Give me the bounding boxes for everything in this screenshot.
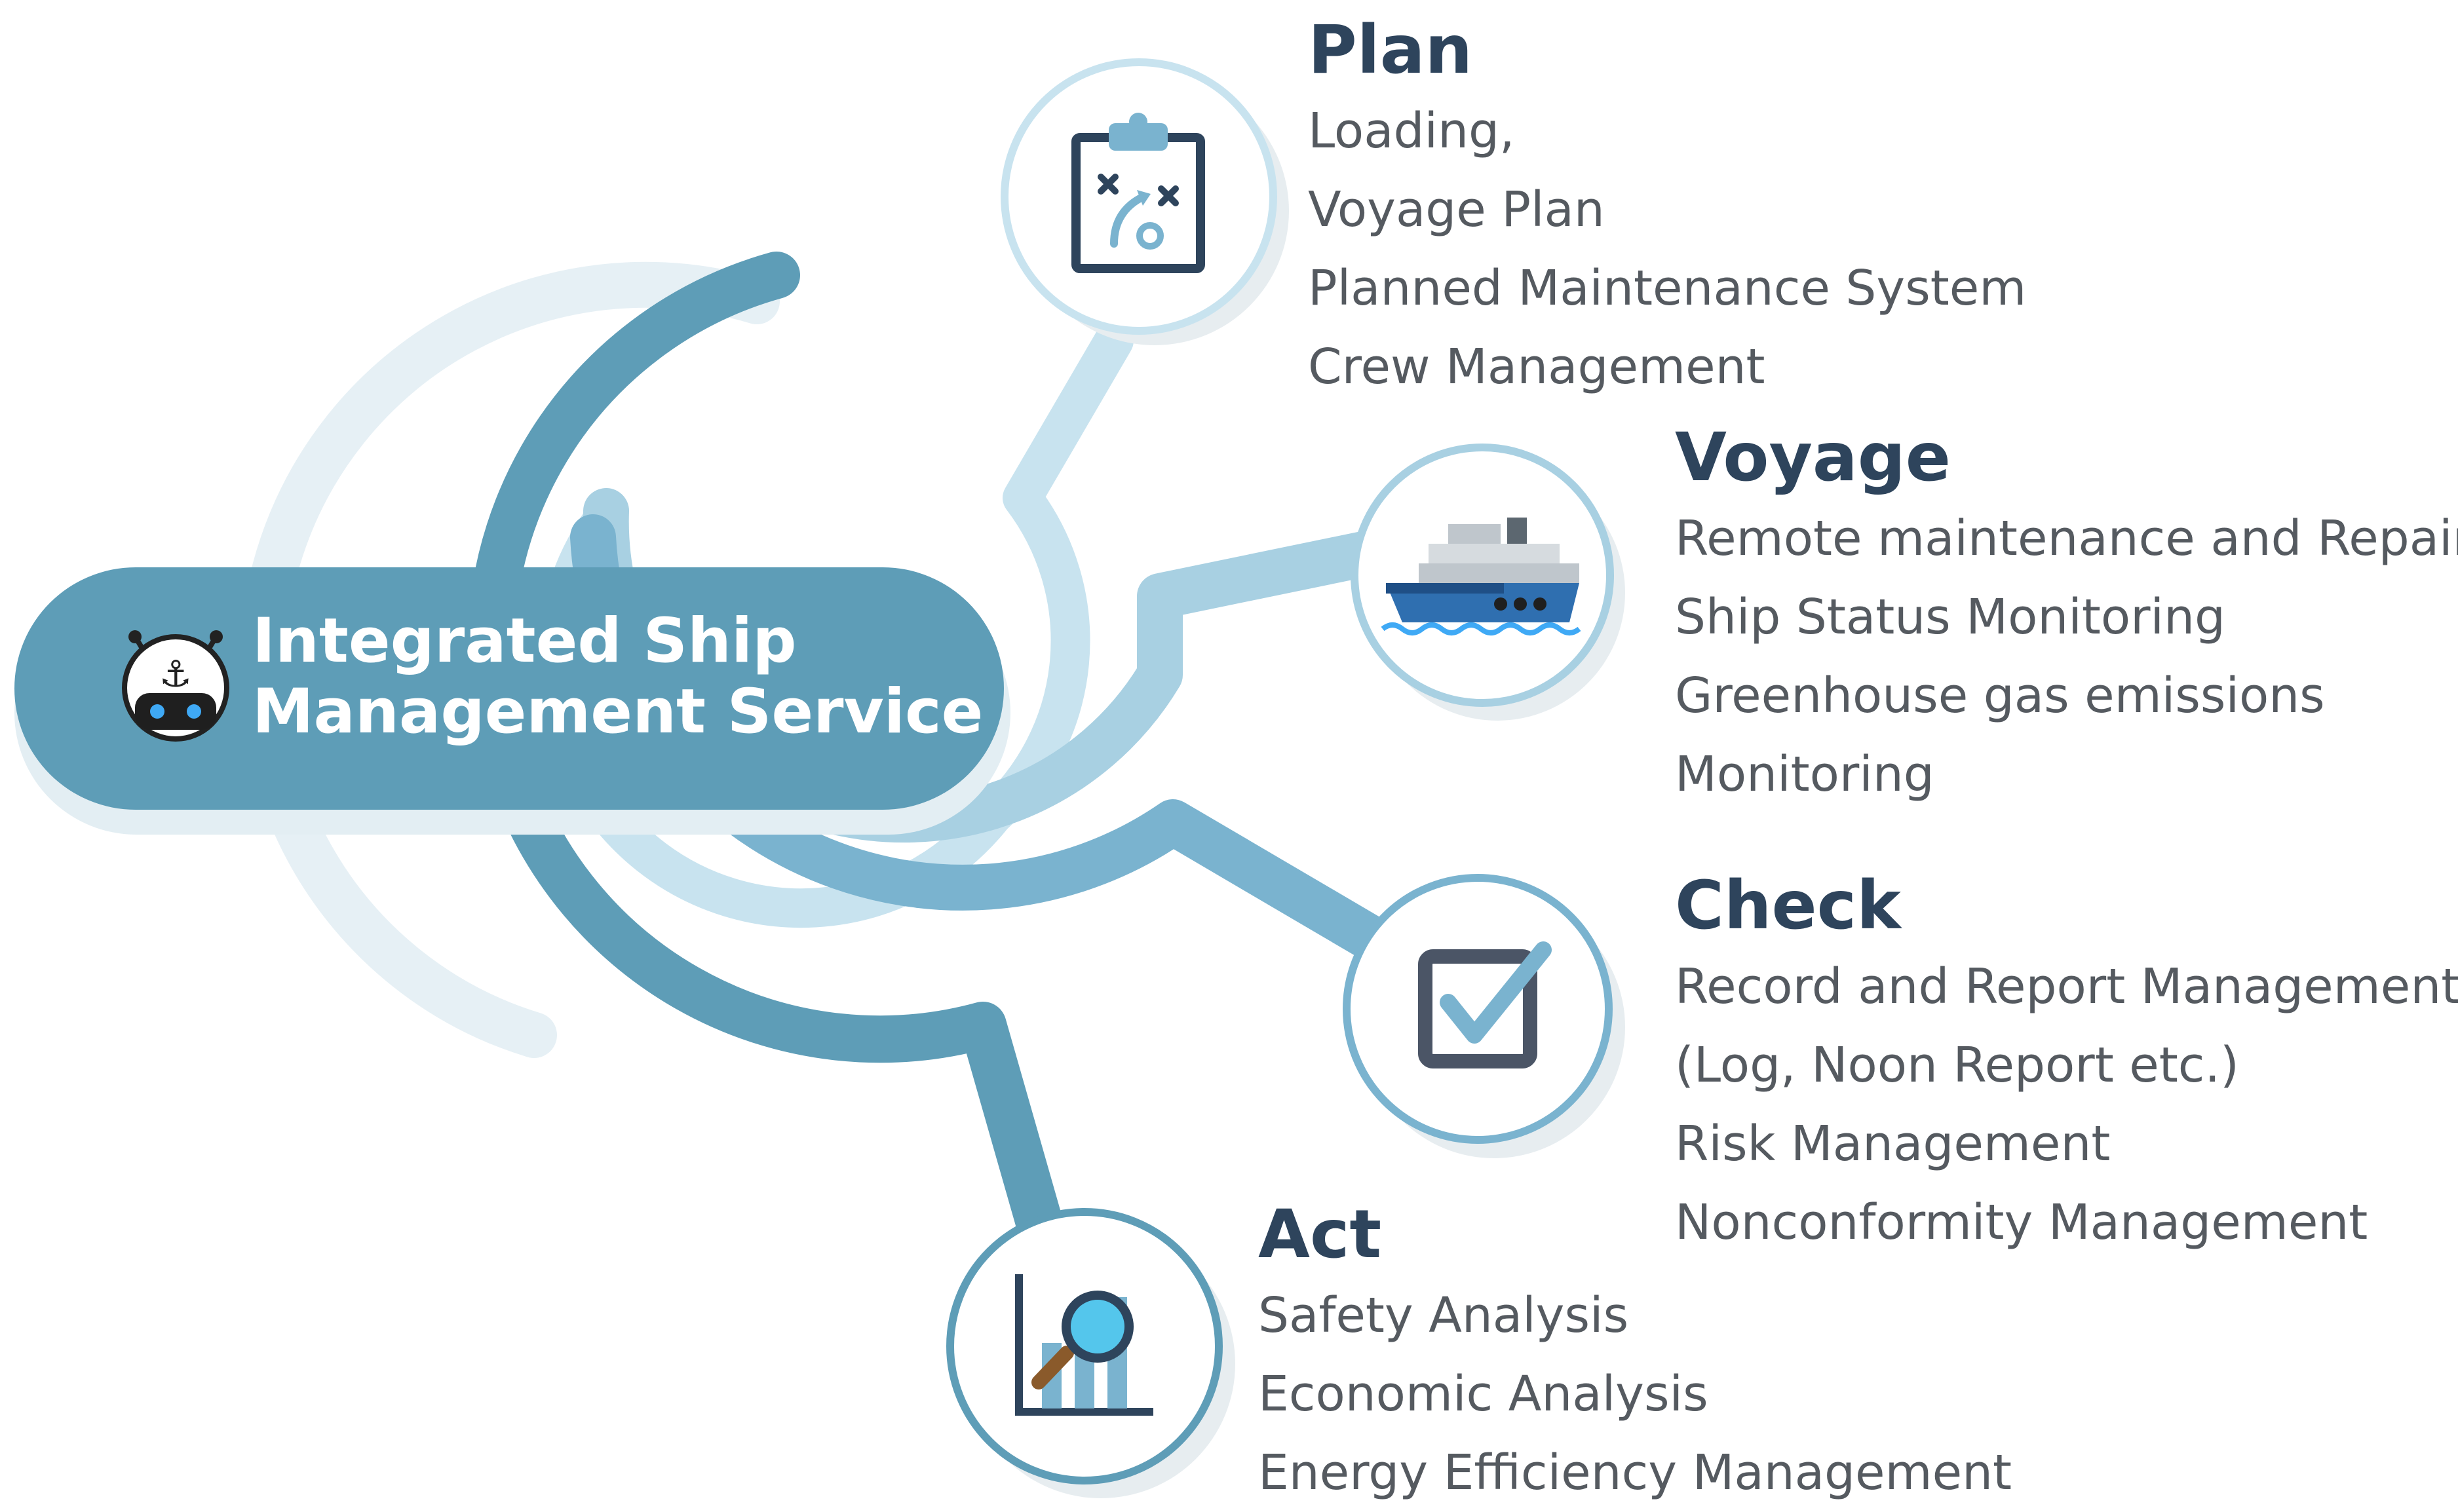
- act-heading: Act: [1258, 1196, 1382, 1274]
- check-icon-node: [1343, 874, 1625, 1158]
- center-pill: [14, 567, 1010, 835]
- act-item: Safety Analysis: [1258, 1287, 1629, 1344]
- plan-item: Crew Management: [1308, 339, 1765, 395]
- act-section: Act Safety Analysis Economic Analysis En…: [1258, 1196, 2012, 1512]
- check-heading: Check: [1675, 867, 1901, 945]
- check-item: Risk Management: [1675, 1116, 2111, 1172]
- voyage-item: Greenhouse gas emissions: [1675, 668, 2325, 724]
- plan-icon-node: [1001, 58, 1289, 345]
- act-item: Energy Efficiency Management: [1258, 1445, 2012, 1501]
- check-item: (Log, Noon Report etc.): [1675, 1037, 2239, 1093]
- voyage-icon-node: [1351, 444, 1625, 721]
- check-section: Check Record and Report Management (Log,…: [1675, 867, 2458, 1262]
- plan-section: Plan Loading, Voyage Plan Planned Mainte…: [1308, 12, 2026, 406]
- voyage-section: Voyage Remote maintenance and Repair Shi…: [1675, 419, 2458, 814]
- center-title: Integrated Ship Management Service: [252, 605, 984, 747]
- voyage-heading: Voyage: [1675, 419, 1951, 497]
- act-icon-node: [946, 1208, 1235, 1498]
- check-item: Record and Report Management: [1675, 958, 2458, 1015]
- center-title-line2: Management Service: [252, 676, 984, 747]
- plan-item: Planned Maintenance System: [1308, 260, 2027, 316]
- clipboard-strategy-icon: [1071, 113, 1205, 273]
- voyage-item: Remote maintenance and Repair: [1675, 510, 2458, 567]
- center-title-line1: Integrated Ship: [252, 605, 797, 677]
- chart-magnifier-icon: [1015, 1274, 1153, 1416]
- arc-shadows: [239, 261, 780, 1058]
- plan-item: Loading,: [1308, 103, 1515, 159]
- center-pill-body: [14, 567, 1004, 810]
- ship-icon: [1381, 518, 1581, 635]
- plan-item: Voyage Plan: [1308, 181, 1605, 238]
- act-item: Economic Analysis: [1258, 1366, 1708, 1422]
- checkbox-icon: [1418, 941, 1552, 1068]
- voyage-item: Monitoring: [1675, 746, 1934, 803]
- plan-heading: Plan: [1308, 11, 1473, 89]
- voyage-item: Ship Status Monitoring: [1675, 589, 2225, 645]
- robot-anchor-icon: ⚓: [122, 630, 229, 742]
- check-item: Nonconformity Management: [1675, 1194, 2368, 1251]
- svg-text:⚓: ⚓: [159, 653, 192, 696]
